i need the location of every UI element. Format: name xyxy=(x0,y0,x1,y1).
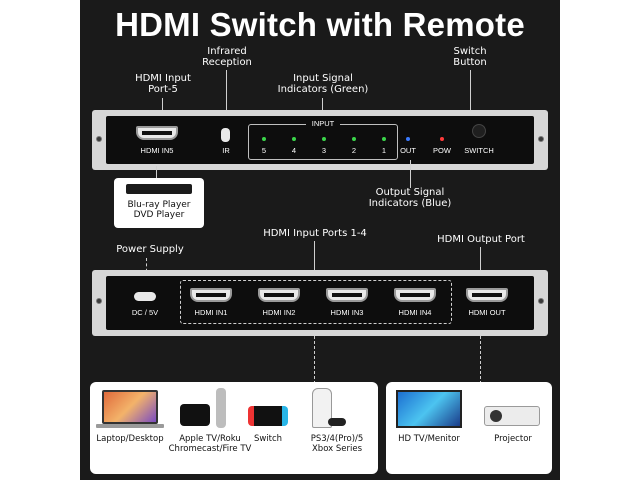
callout-line xyxy=(480,247,481,285)
input-label: INPUT xyxy=(306,119,340,128)
switch-button[interactable] xyxy=(472,124,486,138)
callout-line xyxy=(156,166,157,180)
projector-label: Projector xyxy=(494,434,532,444)
led-out xyxy=(406,137,410,141)
hdmi-in3-label: HDMI IN3 xyxy=(330,308,364,317)
input-number-4: 4 xyxy=(291,146,297,155)
hdmi-in1-port xyxy=(190,288,232,302)
callout-output-signal: Output Signal Indicators (Blue) xyxy=(368,187,452,209)
laptop-icon xyxy=(102,390,158,424)
projector-lens xyxy=(490,410,502,422)
remote-icon xyxy=(216,388,226,428)
dc-port xyxy=(134,292,156,301)
bluray-label: Blu-ray Player DVD Player xyxy=(127,200,191,220)
laptop-base xyxy=(96,424,164,428)
hdmi-in2-label: HDMI IN2 xyxy=(262,308,296,317)
callout-power-supply: Power Supply xyxy=(116,244,184,255)
hdmi-out-port xyxy=(466,288,508,302)
input-number-1: 1 xyxy=(381,146,387,155)
tv-icon xyxy=(396,390,462,428)
led-input-3 xyxy=(322,137,326,141)
callout-hdmi-output-port: HDMI Output Port xyxy=(437,234,525,245)
hdmi-out-label: HDMI OUT xyxy=(468,308,506,317)
led-input-5 xyxy=(262,137,266,141)
hdmi-in5-port xyxy=(136,126,178,140)
playstation-icon xyxy=(312,388,332,428)
apple-tv-icon xyxy=(180,404,210,426)
bluray-card: Blu-ray Player DVD Player xyxy=(114,178,204,228)
laptop-label: Laptop/Desktop xyxy=(96,434,164,444)
screw xyxy=(96,136,102,142)
front-panel: HDMI IN5 IR INPUT 5 4 3 2 1 OUT POW SWIT… xyxy=(92,110,548,170)
out-label: OUT xyxy=(400,146,416,155)
input-number-5: 5 xyxy=(261,146,267,155)
callout-line xyxy=(314,241,315,285)
callout-line xyxy=(410,160,411,188)
callout-line xyxy=(480,336,481,384)
ps-label: PS3/4(Pro)/5 Xbox Series xyxy=(310,434,364,454)
screw xyxy=(538,136,544,142)
output-devices-card: HD TV/Menitor Projector xyxy=(386,382,552,474)
switch-device-label: Switch xyxy=(253,434,283,444)
appletv-label: Apple TV/Roku Chromecast/Fire TV xyxy=(168,434,252,454)
callout-line xyxy=(226,70,227,134)
hdmi-in4-port xyxy=(394,288,436,302)
nintendo-switch-icon xyxy=(248,406,288,426)
page-title: HDMI Switch with Remote xyxy=(115,6,525,43)
callout-switch-button: Switch Button xyxy=(453,46,487,68)
pow-label: POW xyxy=(433,146,451,155)
led-input-2 xyxy=(352,137,356,141)
callout-hdmi-input-ports: HDMI Input Ports 1-4 xyxy=(263,228,367,239)
controller-icon xyxy=(328,418,346,426)
led-input-1 xyxy=(382,137,386,141)
callout-line xyxy=(470,70,471,128)
hdmi-in2-port xyxy=(258,288,300,302)
callout-input-signal: Input Signal Indicators (Green) xyxy=(277,73,369,95)
input-number-2: 2 xyxy=(351,146,357,155)
dc-label: DC / 5V xyxy=(131,308,159,317)
led-pow xyxy=(440,137,444,141)
bluray-player-icon xyxy=(126,184,192,194)
hdmi-in4-label: HDMI IN4 xyxy=(398,308,432,317)
led-input-4 xyxy=(292,137,296,141)
callout-hdmi-input-port5: HDMI Input Port-5 xyxy=(135,73,191,95)
input-ports-group xyxy=(180,280,452,324)
hdmi-in3-port xyxy=(326,288,368,302)
ir-label: IR xyxy=(222,146,230,155)
input-number-3: 3 xyxy=(321,146,327,155)
screw xyxy=(96,298,102,304)
tv-label: HD TV/Menitor xyxy=(398,434,460,444)
back-panel: DC / 5V HDMI IN1 HDMI IN2 HDMI IN3 HDMI … xyxy=(92,270,548,336)
switch-label: SWITCH xyxy=(464,146,494,155)
hdmi-in5-label: HDMI IN5 xyxy=(140,146,174,155)
callout-line xyxy=(314,336,315,384)
hdmi-in1-label: HDMI IN1 xyxy=(194,308,228,317)
source-devices-card: Laptop/Desktop Apple TV/Roku Chromecast/… xyxy=(90,382,378,474)
ir-receiver xyxy=(221,128,230,142)
screw xyxy=(538,298,544,304)
product-infographic: HDMI Switch with Remote HDMI Input Port-… xyxy=(80,0,560,480)
callout-infrared: Infrared Reception xyxy=(202,46,252,68)
